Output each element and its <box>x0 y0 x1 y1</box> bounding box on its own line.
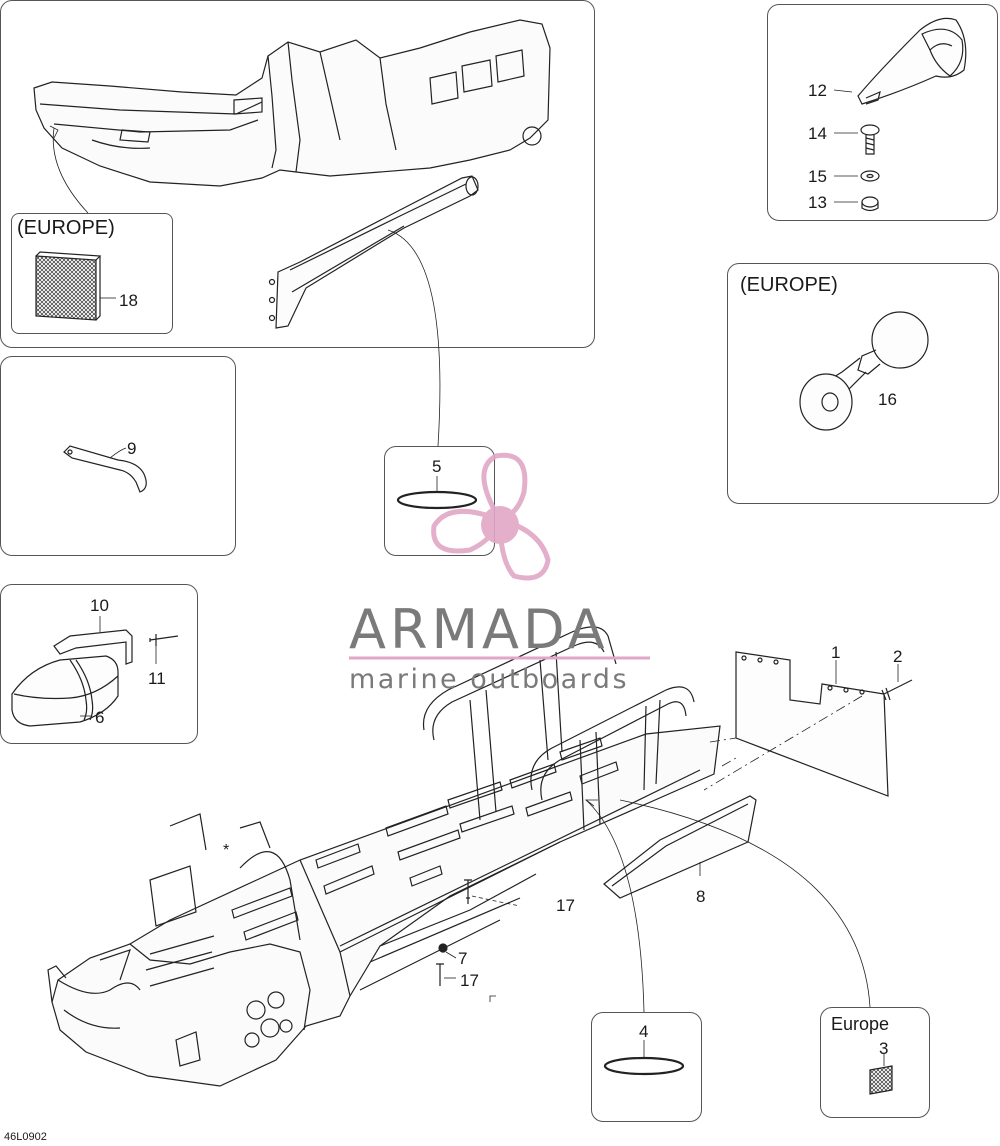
callout-5: 5 <box>432 457 442 476</box>
side-panel-8 <box>603 795 757 899</box>
mud-flap-1 <box>735 651 889 797</box>
callout-6: 6 <box>95 708 105 727</box>
armada-logo <box>431 452 551 581</box>
callout-12: 12 <box>808 81 827 100</box>
leader-bumper-europe <box>52 127 89 214</box>
decal-5 <box>396 490 478 510</box>
decal-4 <box>603 1056 685 1076</box>
diagram-code: 46L0902 <box>4 1131 47 1143</box>
callout-2: 2 <box>893 647 903 666</box>
callout-1: 1 <box>831 643 841 662</box>
callout-10: 10 <box>90 596 109 615</box>
panel-wrench <box>0 356 236 556</box>
mirror-12 <box>857 17 967 105</box>
panel-horn-europe <box>727 263 999 504</box>
reflector-3 <box>869 1065 893 1095</box>
region-label-europe-horn: (EUROPE) <box>740 274 838 296</box>
region-label-europe-top: (EUROPE) <box>17 217 115 239</box>
callout-11: 11 <box>148 669 166 688</box>
horn-16 <box>799 311 929 431</box>
callout-9: 9 <box>127 439 137 458</box>
pin-17-lower <box>436 963 444 986</box>
screw-14 <box>860 124 880 155</box>
rail-part <box>268 175 479 329</box>
region-label-europe-bottom: Europe <box>831 1014 890 1034</box>
reflector-18 <box>35 251 102 321</box>
callout-18: 18 <box>119 291 138 310</box>
bracket-10 <box>53 616 133 665</box>
rivet-11 <box>149 634 179 646</box>
callout-4: 4 <box>639 1022 649 1041</box>
pin-17-upper <box>464 879 472 904</box>
callout-14: 14 <box>808 124 827 143</box>
watermark-title: ARMADA <box>349 598 609 661</box>
callout-17-upper: 17 <box>556 896 575 915</box>
leader-rail-decal5 <box>387 229 441 447</box>
watermark-subtitle: marine outboards <box>349 664 630 695</box>
callout-13: 13 <box>808 193 827 212</box>
nut-13 <box>861 196 879 212</box>
storage-bag-6 <box>11 655 119 727</box>
panel-europe-reflector-bottom <box>820 1007 930 1118</box>
callout-7: 7 <box>458 949 468 968</box>
callout-16: 16 <box>878 390 897 409</box>
asterisk-note: * <box>223 842 230 859</box>
washer-15 <box>860 170 880 182</box>
grommet-7 <box>438 943 448 953</box>
callout-15: 15 <box>808 167 827 186</box>
snowmobile-chassis <box>47 626 721 1087</box>
rivet-2 <box>881 679 913 701</box>
wrench-9 <box>63 445 147 493</box>
callout-3: 3 <box>879 1039 889 1058</box>
callout-8: 8 <box>696 887 706 906</box>
rear-bumper-part <box>33 19 551 187</box>
callout-17-lower: 17 <box>460 971 479 990</box>
